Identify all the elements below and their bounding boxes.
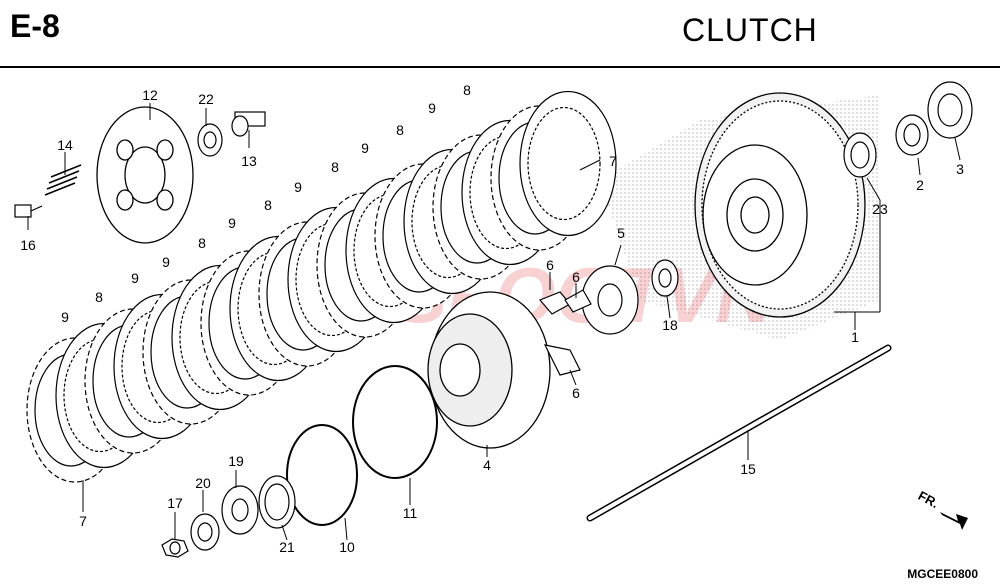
callout-9: 9 bbox=[131, 270, 139, 286]
callout-8: 8 bbox=[396, 122, 404, 138]
judder-spring-seat bbox=[581, 265, 639, 335]
callout-6: 6 bbox=[572, 269, 580, 285]
callout-8: 8 bbox=[264, 197, 272, 213]
callout-11: 11 bbox=[403, 505, 418, 521]
callout-10: 10 bbox=[339, 539, 355, 555]
callout-2: 2 bbox=[916, 177, 924, 193]
leader-lines bbox=[27, 103, 961, 541]
collar bbox=[895, 114, 929, 156]
clutch-spring bbox=[44, 164, 82, 196]
callout-4: 4 bbox=[483, 457, 491, 473]
callout-8: 8 bbox=[463, 82, 471, 98]
figure-code: MGCEE0800 bbox=[907, 567, 978, 581]
pressure-plate bbox=[96, 106, 194, 244]
callout-21: 21 bbox=[279, 539, 295, 555]
weight-arm-lower bbox=[543, 344, 581, 376]
callout-19: 19 bbox=[228, 453, 244, 469]
lock-washer bbox=[258, 475, 296, 529]
callout-8: 8 bbox=[198, 235, 206, 251]
callout-20: 20 bbox=[195, 475, 211, 491]
spring-washer bbox=[651, 259, 679, 297]
lock-nut bbox=[161, 538, 189, 558]
header-divider bbox=[0, 66, 1000, 68]
page-title: CLUTCH bbox=[682, 12, 818, 48]
release-bearing bbox=[197, 123, 223, 157]
callout-14: 14 bbox=[57, 137, 73, 153]
callout-22: 22 bbox=[198, 91, 214, 107]
front-arrow-icon bbox=[940, 512, 968, 530]
callout-8: 8 bbox=[95, 289, 103, 305]
callout-17: 17 bbox=[167, 495, 183, 511]
callout-13: 13 bbox=[241, 153, 257, 169]
clutch-plate bbox=[519, 90, 617, 237]
callout-6: 6 bbox=[572, 385, 580, 401]
callout-9: 9 bbox=[162, 254, 170, 270]
plain-washer bbox=[221, 485, 259, 535]
callout-23: 23 bbox=[872, 201, 888, 217]
callout-12: 12 bbox=[142, 87, 158, 103]
callout-9: 9 bbox=[228, 215, 236, 231]
spring-washer-small bbox=[190, 513, 220, 551]
clutch-outer-housing bbox=[694, 92, 866, 318]
callout-18: 18 bbox=[662, 317, 678, 333]
needle-bearing bbox=[843, 132, 877, 178]
callout-8: 8 bbox=[331, 159, 339, 175]
clutch-center-hub bbox=[427, 291, 551, 449]
clutch-bolt bbox=[14, 204, 43, 218]
callout-9: 9 bbox=[361, 140, 369, 156]
weight-arm-upper bbox=[538, 289, 592, 315]
callout-7: 7 bbox=[79, 513, 87, 529]
clutch-disc-stack bbox=[26, 90, 617, 483]
callout-7: 7 bbox=[609, 153, 617, 169]
callout-1: 1 bbox=[851, 329, 859, 345]
callout-9: 9 bbox=[294, 179, 302, 195]
section-code: E-8 bbox=[10, 8, 60, 44]
o-ring-large bbox=[352, 365, 438, 479]
thrust-washer bbox=[927, 81, 973, 139]
callout-9: 9 bbox=[428, 100, 436, 116]
callout-3: 3 bbox=[956, 161, 964, 177]
callout-5: 5 bbox=[617, 225, 625, 241]
callout-9: 9 bbox=[61, 309, 69, 325]
callout-6: 6 bbox=[546, 257, 554, 273]
callout-15: 15 bbox=[740, 461, 756, 477]
o-ring-medium bbox=[286, 424, 358, 526]
lifter-bolt bbox=[231, 111, 266, 137]
callout-16: 16 bbox=[20, 237, 36, 253]
